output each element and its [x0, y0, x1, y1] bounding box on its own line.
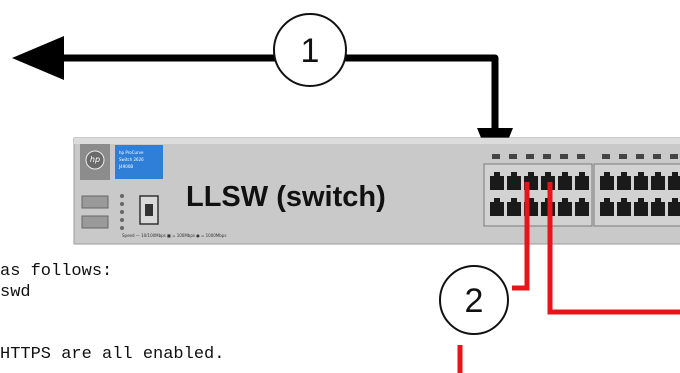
- left-arrow-icon: [12, 36, 64, 80]
- text-line-2: swd: [0, 283, 31, 302]
- console-port-icon: [139, 195, 159, 225]
- port-led-icon: [670, 154, 678, 159]
- clear-button-icon: [81, 215, 109, 229]
- rj45-port-icon: [490, 198, 504, 216]
- rj45-port-icon: [617, 172, 631, 190]
- rj45-port-icon: [634, 172, 648, 190]
- port-led-icon: [560, 154, 568, 159]
- port-led-icon: [636, 154, 644, 159]
- rj45-port-icon: [634, 198, 648, 216]
- switch-legend: Speed — 10/100Mbps ■ = 100Mbps ● = 1000M…: [122, 233, 226, 238]
- port-led-icon: [492, 154, 500, 159]
- callout-circle-icon: [273, 13, 347, 87]
- rj45-port-icon: [558, 198, 572, 216]
- badge-line-2: Switch 2626: [119, 157, 144, 162]
- rj45-port-icon: [507, 198, 521, 216]
- rj45-port-icon: [575, 198, 589, 216]
- badge-line-1: hp ProCurve: [119, 150, 144, 155]
- port-block: [483, 163, 593, 227]
- port-led-icon: [619, 154, 627, 159]
- port-led-icon: [602, 154, 610, 159]
- text-line-1: as follows:: [0, 262, 113, 281]
- model-badge: hp ProCurve Switch 2626 J4900B: [115, 145, 163, 179]
- rj45-port-icon: [668, 172, 680, 190]
- callout-1-label: 1: [301, 32, 320, 70]
- port-led-icon: [653, 154, 661, 159]
- badge-line-3: J4900B: [118, 164, 133, 169]
- status-leds: [120, 194, 124, 230]
- text-line-4: HTTPS are all enabled.: [0, 345, 225, 364]
- port-blocks: [483, 154, 680, 227]
- hp-logo: hp: [80, 144, 110, 180]
- rj45-port-icon: [490, 172, 504, 190]
- rj45-port-icon: [575, 172, 589, 190]
- rj45-port-icon: [507, 172, 521, 190]
- reset-button-icon: [81, 195, 109, 209]
- rj45-port-icon: [558, 172, 572, 190]
- port-led-icon: [577, 154, 585, 159]
- port-led-icon: [543, 154, 551, 159]
- rj45-port-icon: [600, 198, 614, 216]
- rj45-port-icon: [668, 198, 680, 216]
- rj45-port-icon: [617, 198, 631, 216]
- switch-chassis: hp hp ProCurve Switch 2626 J4900B LLSW (…: [73, 137, 680, 245]
- client-cables: [457, 182, 680, 373]
- callout-2: 2: [439, 265, 509, 335]
- rj45-port-icon: [651, 198, 665, 216]
- callout-circle-icon: [439, 265, 509, 335]
- hp-logo-text: hp: [90, 155, 100, 164]
- rj45-port-icon: [651, 172, 665, 190]
- port-led-icon: [526, 154, 534, 159]
- port-led-icon: [509, 154, 517, 159]
- callout-2-label: 2: [465, 282, 484, 320]
- switch-name: LLSW (switch): [186, 181, 386, 213]
- callout-1: 1: [273, 13, 347, 87]
- rj45-port-icon: [600, 172, 614, 190]
